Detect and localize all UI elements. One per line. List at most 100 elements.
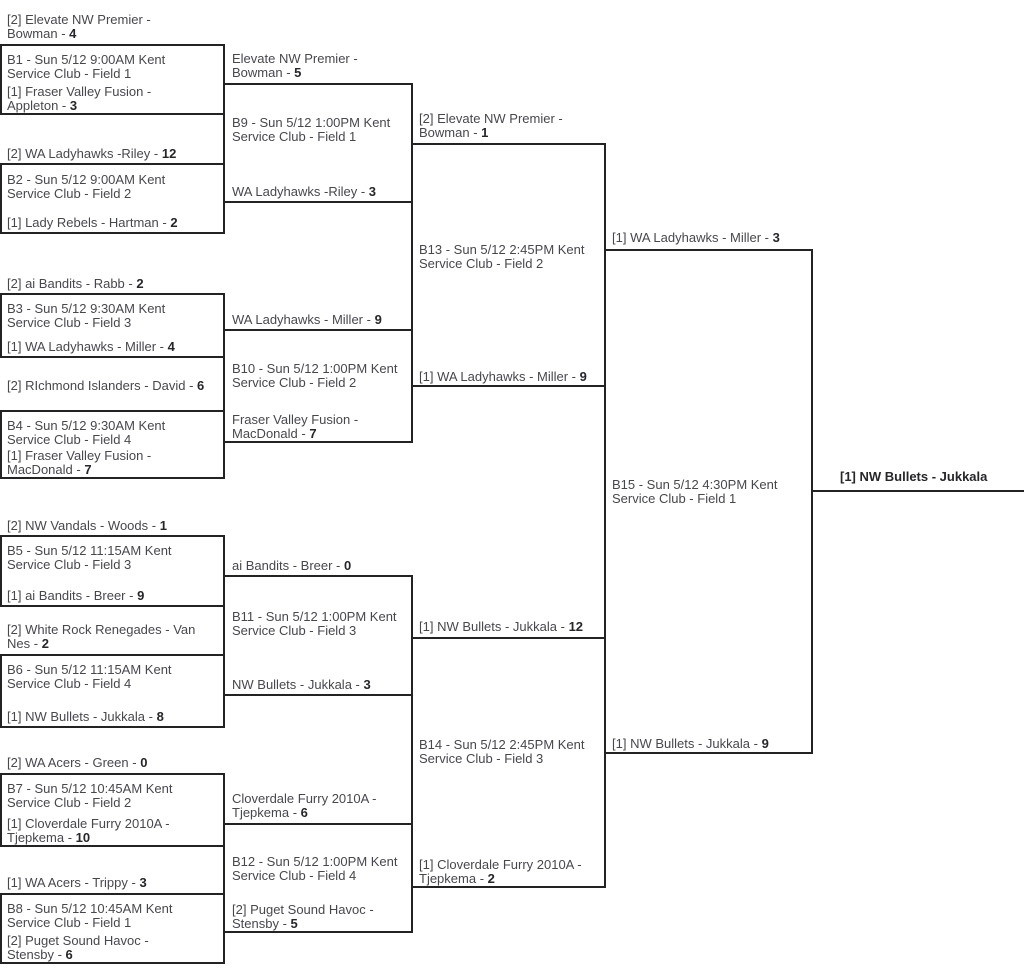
game-b2-top-team: [2] WA Ladyhawks -Riley - 12 bbox=[7, 147, 199, 161]
game-b10-info: B10 - Sun 5/12 1:00PM Kent Service Club … bbox=[232, 361, 398, 390]
game-b4-bottom-team: [1] Fraser Valley Fusion - MacDonald - 7 bbox=[7, 449, 199, 477]
team-text: Cloverdale Furry 2010A - Tjepkema - bbox=[232, 791, 377, 820]
team-text: [2] Elevate NW Premier - Bowman - bbox=[7, 12, 151, 41]
team-text: [1] WA Acers - Trippy - bbox=[7, 875, 136, 890]
game-b14-bottom-team: [1] Cloverdale Furry 2010A - Tjepkema - … bbox=[419, 858, 614, 886]
champion-team: [1] NW Bullets - Jukkala bbox=[840, 469, 988, 484]
team-text: [1] WA Ladyhawks - Miller - bbox=[419, 369, 577, 384]
team-score: 9 bbox=[579, 369, 587, 384]
team-text: Fraser Valley Fusion - MacDonald - bbox=[232, 412, 359, 441]
game-b8-top-team: [1] WA Acers - Trippy - 3 bbox=[7, 876, 199, 890]
game-b14-info: B14 - Sun 5/12 2:45PM Kent Service Club … bbox=[419, 737, 585, 766]
team-score: 3 bbox=[69, 98, 78, 113]
team-score: 9 bbox=[761, 736, 769, 751]
game-b10-bottom-team: Fraser Valley Fusion - MacDonald - 7 bbox=[232, 413, 404, 441]
game-b15-info: B15 - Sun 5/12 4:30PM Kent Service Club … bbox=[612, 477, 778, 506]
game-b13-info: B13 - Sun 5/12 2:45PM Kent Service Club … bbox=[419, 242, 585, 271]
team-text: [1] Cloverdale Furry 2010A - Tjepkema - bbox=[7, 816, 170, 845]
team-text: [1] ai Bandits - Breer - bbox=[7, 588, 134, 603]
game-b9-top-team: Elevate NW Premier - Bowman - 5 bbox=[232, 52, 404, 80]
champion-label: [1] NW Bullets - Jukkala bbox=[840, 470, 1024, 484]
game-b6-bottom-team: [1] NW Bullets - Jukkala - 8 bbox=[7, 710, 199, 724]
team-score: 3 bbox=[363, 677, 371, 692]
game-b4-info: B4 - Sun 5/12 9:30AM Kent Service Club -… bbox=[7, 418, 166, 447]
team-text: ai Bandits - Breer - bbox=[232, 558, 341, 573]
game-b10-top-team: WA Ladyhawks - Miller - 9 bbox=[232, 313, 408, 327]
team-score: 6 bbox=[65, 947, 73, 962]
game-b12-top-team: Cloverdale Furry 2010A - Tjepkema - 6 bbox=[232, 792, 404, 820]
team-score: 8 bbox=[156, 709, 164, 724]
game-b11-info: B11 - Sun 5/12 1:00PM Kent Service Club … bbox=[232, 609, 397, 638]
team-text: Elevate NW Premier - Bowman - bbox=[232, 51, 358, 80]
team-score: 4 bbox=[167, 339, 175, 354]
team-text: NW Bullets - Jukkala - bbox=[232, 677, 360, 692]
game-b5-top-team: [2] NW Vandals - Woods - 1 bbox=[7, 519, 199, 533]
team-text: [2] Puget Sound Havoc - Stensby - bbox=[7, 933, 149, 962]
game-b6-top-team: [2] White Rock Renegades - Van Nes - 2 bbox=[7, 623, 207, 651]
game-b13-top-team: [2] Elevate NW Premier - Bowman - 1 bbox=[419, 112, 605, 140]
team-text: [1] WA Ladyhawks - Miller - bbox=[7, 339, 165, 354]
game-b3-bottom-team: [1] WA Ladyhawks - Miller - 4 bbox=[7, 340, 199, 354]
game-b7-top-team: [2] WA Acers - Green - 0 bbox=[7, 756, 199, 770]
team-text: WA Ladyhawks -Riley - bbox=[232, 184, 366, 199]
game-box-b7 bbox=[0, 773, 225, 847]
team-text: [2] WA Ladyhawks -Riley - bbox=[7, 146, 159, 161]
game-box-b5 bbox=[0, 535, 225, 607]
team-score: 5 bbox=[290, 916, 298, 931]
team-text: [1] NW Bullets - Jukkala - bbox=[419, 619, 565, 634]
team-text: [2] RIchmond Islanders - David - bbox=[7, 378, 194, 393]
team-text: [2] Puget Sound Havoc - Stensby - bbox=[232, 902, 374, 931]
game-b11-bottom-team: NW Bullets - Jukkala - 3 bbox=[232, 678, 408, 692]
game-b1-info: B1 - Sun 5/12 9:00AM Kent Service Club -… bbox=[7, 52, 166, 81]
team-score: 6 bbox=[197, 378, 205, 393]
game-b9-bottom-team: WA Ladyhawks -Riley - 3 bbox=[232, 185, 408, 199]
team-score: 3 bbox=[772, 230, 780, 245]
champion-line bbox=[811, 490, 1024, 492]
team-text: [1] NW Bullets - Jukkala - bbox=[7, 709, 153, 724]
team-score: 3 bbox=[139, 875, 147, 890]
team-score: 2 bbox=[487, 871, 495, 886]
game-b8-info: B8 - Sun 5/12 10:45AM Kent Service Club … bbox=[7, 901, 173, 930]
game-b15-bottom-team: [1] NW Bullets - Jukkala - 9 bbox=[612, 737, 808, 751]
team-text: [1] Lady Rebels - Hartman - bbox=[7, 215, 167, 230]
team-text: [2] NW Vandals - Woods - bbox=[7, 518, 157, 533]
game-box-b3 bbox=[0, 293, 225, 358]
team-score: 12 bbox=[161, 146, 177, 161]
team-text: [2] Elevate NW Premier - Bowman - bbox=[419, 111, 563, 140]
game-b1-top-team: [2] Elevate NW Premier - Bowman - 4 bbox=[7, 13, 189, 41]
game-b11-top-team: ai Bandits - Breer - 0 bbox=[232, 559, 408, 573]
game-box-b15 bbox=[604, 249, 813, 754]
game-b7-bottom-team: [1] Cloverdale Furry 2010A - Tjepkema - … bbox=[7, 817, 199, 845]
game-b13-bottom-team: [1] WA Ladyhawks - Miller - 9 bbox=[419, 370, 609, 384]
game-b9-info: B9 - Sun 5/12 1:00PM Kent Service Club -… bbox=[232, 115, 391, 144]
game-b14-top-team: [1] NW Bullets - Jukkala - 12 bbox=[419, 620, 609, 634]
game-b1-bottom-team: [1] Fraser Valley Fusion - Appleton - 3 bbox=[7, 85, 199, 113]
team-text: WA Ladyhawks - Miller - bbox=[232, 312, 371, 327]
game-box-b11 bbox=[223, 575, 413, 696]
game-b12-bottom-team: [2] Puget Sound Havoc - Stensby - 5 bbox=[232, 903, 404, 931]
game-b2-info: B2 - Sun 5/12 9:00AM Kent Service Club -… bbox=[7, 172, 166, 201]
team-text: [2] ai Bandits - Rabb - bbox=[7, 276, 133, 291]
game-box-b14 bbox=[411, 637, 606, 888]
team-score: 6 bbox=[300, 805, 308, 820]
team-text: [1] Cloverdale Furry 2010A - Tjepkema - bbox=[419, 857, 582, 886]
team-score: 2 bbox=[41, 636, 49, 651]
team-score: 0 bbox=[344, 558, 352, 573]
game-b2-bottom-team: [1] Lady Rebels - Hartman - 2 bbox=[7, 216, 199, 230]
team-score: 2 bbox=[170, 215, 178, 230]
team-score: 4 bbox=[69, 26, 77, 41]
team-score: 9 bbox=[374, 312, 382, 327]
game-box-b1 bbox=[0, 44, 225, 115]
game-b4-top-team: [2] RIchmond Islanders - David - 6 bbox=[7, 379, 209, 393]
game-b3-info: B3 - Sun 5/12 9:30AM Kent Service Club -… bbox=[7, 301, 166, 330]
team-score: 3 bbox=[368, 184, 377, 199]
team-score: 7 bbox=[309, 426, 317, 441]
team-text: [1] WA Ladyhawks - Miller - bbox=[612, 230, 770, 245]
game-b5-info: B5 - Sun 5/12 11:15AM Kent Service Club … bbox=[7, 543, 172, 572]
team-score: 10 bbox=[75, 830, 91, 845]
team-score: 5 bbox=[294, 65, 302, 80]
game-b12-info: B12 - Sun 5/12 1:00PM Kent Service Club … bbox=[232, 854, 398, 883]
team-score: 12 bbox=[568, 619, 584, 634]
game-b8-bottom-team: [2] Puget Sound Havoc - Stensby - 6 bbox=[7, 934, 199, 962]
